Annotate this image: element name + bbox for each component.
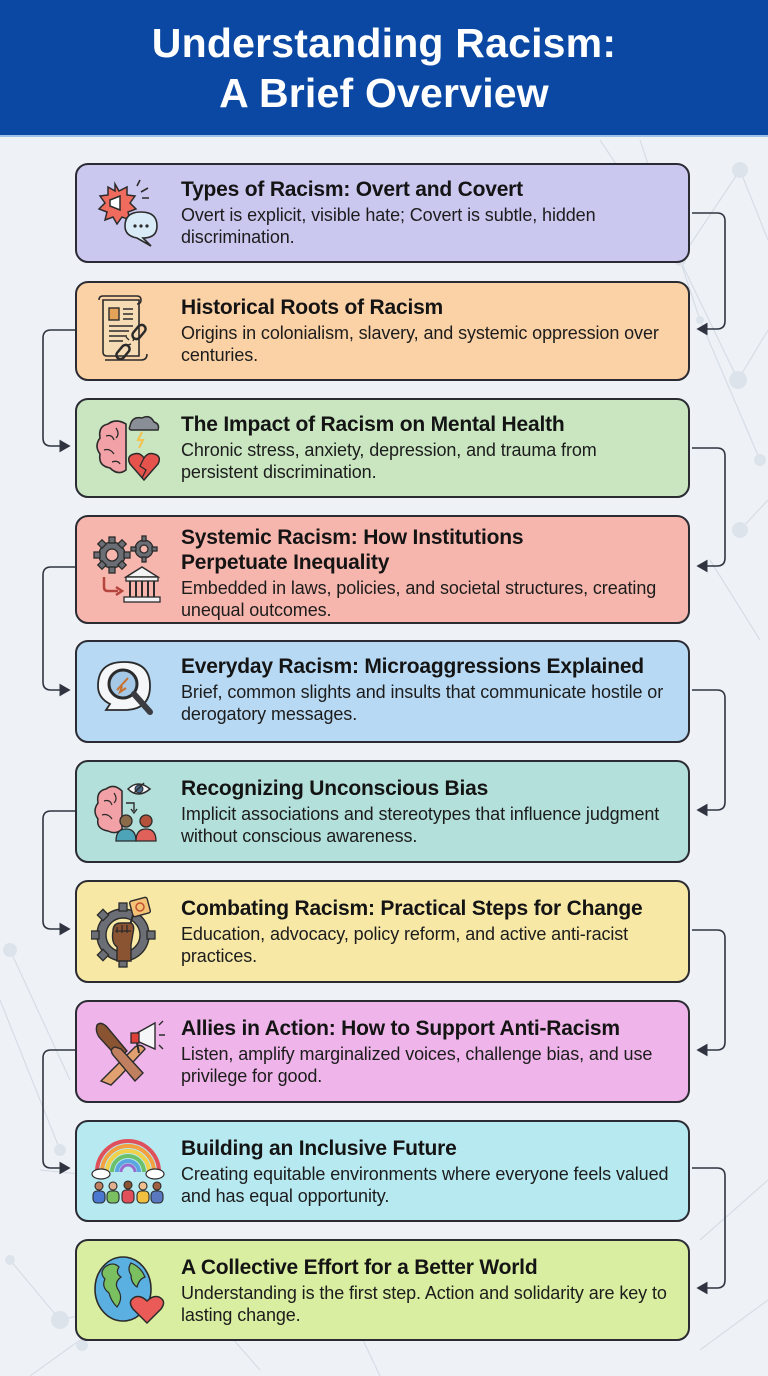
connector-7-8 (692, 929, 726, 1057)
page-title-line-1: Understanding Racism: (151, 19, 617, 66)
step-description: Listen, amplify marginalized voices, cha… (181, 1044, 653, 1086)
step-description: Implicit associations and stereotypes th… (181, 804, 660, 846)
step-card-unconscious-bias: Recognizing Unconscious Bias Implicit as… (75, 760, 690, 863)
gear-raised-fist-sign-icon (89, 893, 167, 971)
page-title-line-2: A Brief Overview (219, 69, 549, 116)
step-title: Allies in Action: How to Support Anti-Ra… (181, 1017, 620, 1040)
step-card-microaggressions: Everyday Racism: Microaggressions Explai… (75, 640, 690, 743)
step-title: Everyday Racism: Microaggressions Explai… (181, 655, 644, 678)
step-title: Building an Inclusive Future (181, 1137, 457, 1160)
magnifier-speech-bubble-icon (89, 653, 167, 731)
step-description: Education, advocacy, policy reform, and … (181, 924, 629, 966)
step-card-types-of-racism: Types of Racism: Overt and Covert Overt … (75, 163, 690, 263)
page-header: Understanding Racism: A Brief Overview (0, 0, 768, 137)
step-description: Brief, common slights and insults that c… (181, 682, 664, 724)
step-title: Combating Racism: Practical Steps for Ch… (181, 897, 643, 920)
step-title: Types of Racism: Overt and Covert (181, 178, 523, 201)
connector-2-3 (42, 329, 75, 453)
step-card-allies-in-action: Allies in Action: How to Support Anti-Ra… (75, 1000, 690, 1103)
step-card-inclusive-future: Building an Inclusive Future Creating eq… (75, 1120, 690, 1222)
step-title: A Collective Effort for a Better World (181, 1256, 538, 1279)
brain-eye-people-icon (89, 773, 167, 851)
step-description: Creating equitable environments where ev… (181, 1164, 669, 1206)
step-card-mental-health: The Impact of Racism on Mental Health Ch… (75, 398, 690, 498)
step-card-collective-effort: A Collective Effort for a Better World U… (75, 1239, 690, 1341)
connector-4-5 (42, 566, 75, 697)
rainbow-people-icon (89, 1132, 167, 1210)
connector-5-6 (692, 689, 726, 817)
clasped-hands-megaphone-icon (89, 1013, 167, 1091)
brain-storm-broken-heart-icon (89, 409, 167, 487)
step-title: Systemic Racism: How Institutions Perpet… (181, 526, 524, 574)
megaphone-speech-bubble-icon (89, 174, 167, 252)
connector-9-10 (692, 1167, 726, 1295)
gears-institution-icon (89, 531, 167, 609)
step-title: Recognizing Unconscious Bias (181, 777, 489, 800)
connector-8-9 (42, 1049, 75, 1175)
scroll-broken-chain-icon (89, 292, 167, 370)
step-description: Chronic stress, anxiety, depression, and… (181, 440, 597, 482)
step-card-combating-racism: Combating Racism: Practical Steps for Ch… (75, 880, 690, 983)
step-description: Understanding is the first step. Action … (181, 1283, 667, 1325)
step-description: Origins in colonialism, slavery, and sys… (181, 323, 659, 365)
step-description: Overt is explicit, visible hate; Covert … (181, 205, 596, 247)
step-title: The Impact of Racism on Mental Health (181, 413, 565, 436)
connector-6-7 (42, 810, 75, 936)
step-card-systemic-racism: Systemic Racism: How Institutions Perpet… (75, 515, 690, 624)
globe-heart-icon (89, 1251, 167, 1329)
connector-3-4 (692, 447, 726, 573)
step-description: Embedded in laws, policies, and societal… (181, 578, 657, 620)
step-title: Historical Roots of Racism (181, 296, 444, 319)
step-card-historical-roots: Historical Roots of Racism Origins in co… (75, 281, 690, 381)
connector-1-2 (692, 212, 726, 336)
